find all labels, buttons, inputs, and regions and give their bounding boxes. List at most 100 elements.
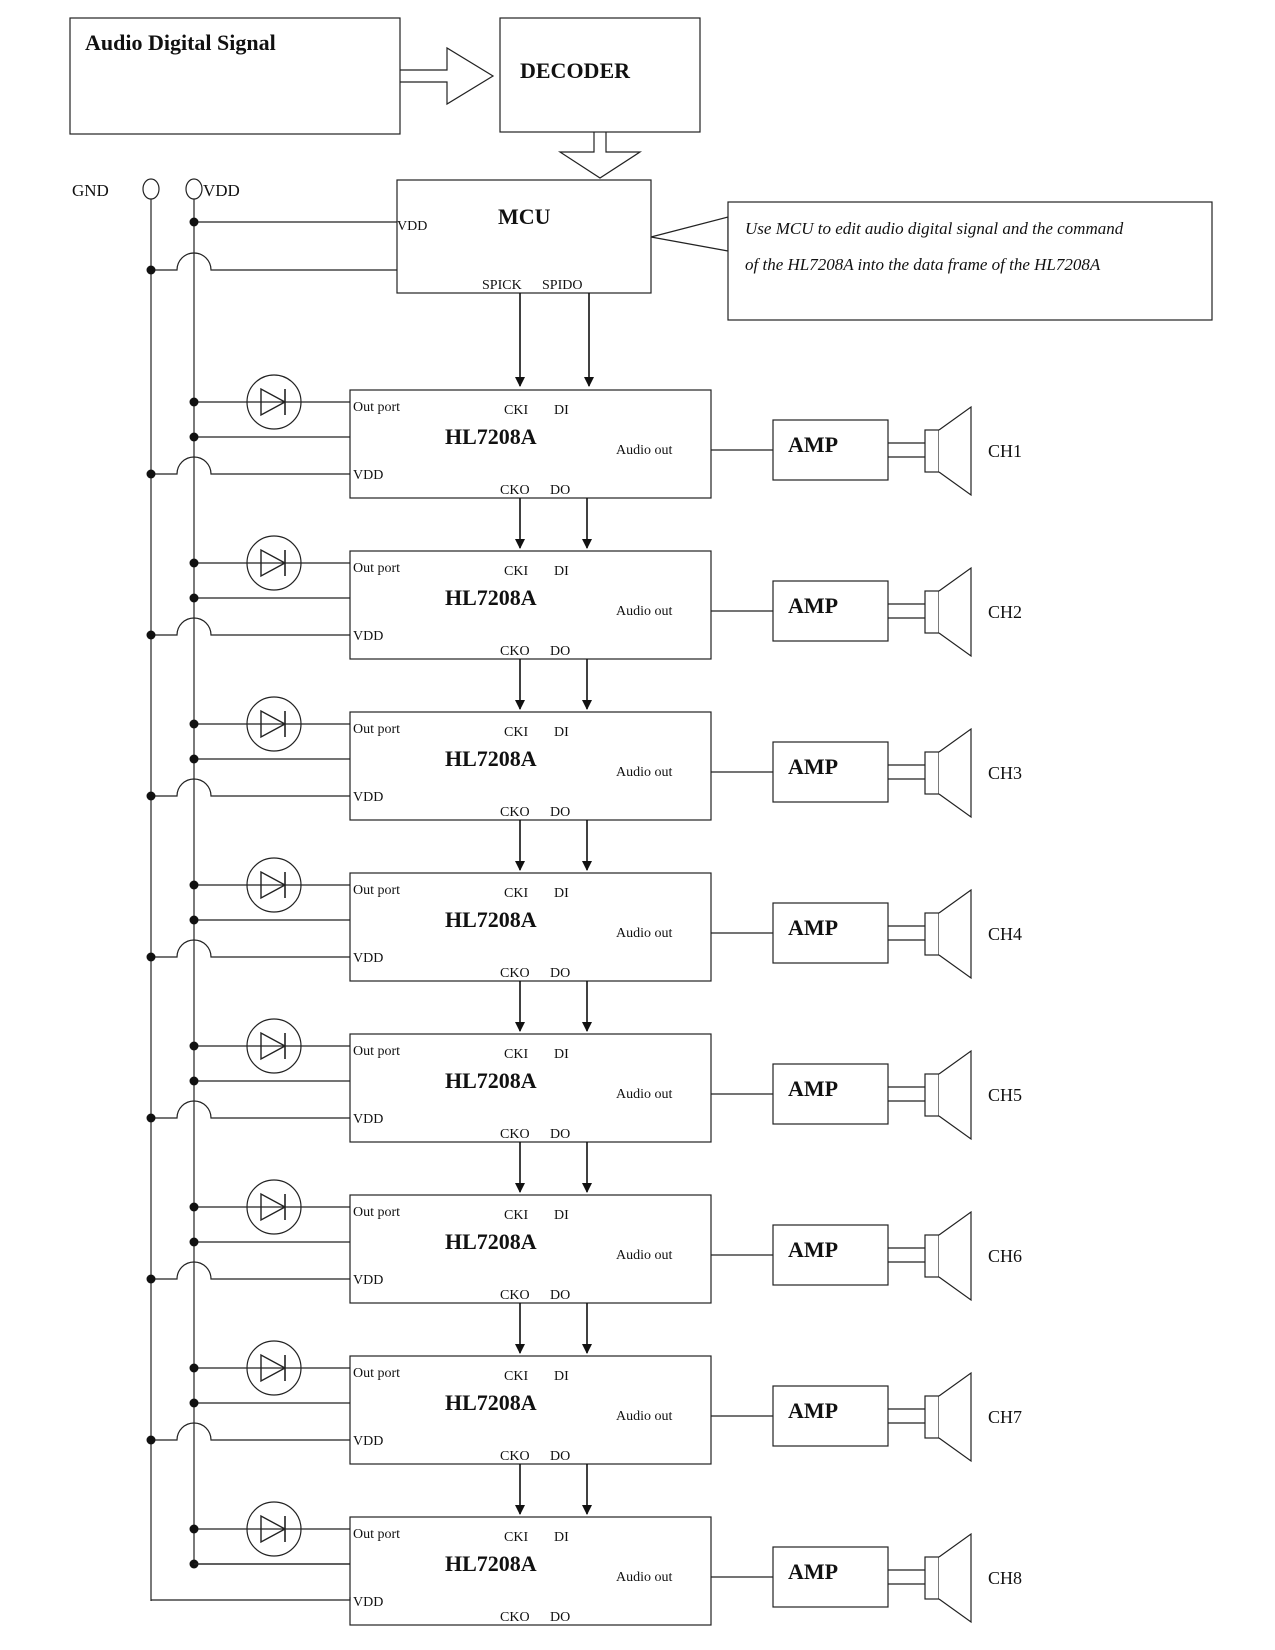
di-pin: DI [554, 564, 569, 579]
mcu-note-line-1: Use MCU to edit audio digital signal and… [745, 219, 1124, 238]
di-pin: DI [554, 1047, 569, 1062]
led-diode-icon [246, 1340, 302, 1396]
out-port-pin: Out port [353, 400, 400, 415]
vdd-terminal-icon [185, 178, 203, 200]
gnd-tap-wire [151, 778, 350, 797]
cki-pin: CKI [504, 1047, 528, 1062]
junction-dot [189, 1363, 199, 1373]
cko-pin: CKO [500, 1288, 530, 1303]
hl7208a-label: HL7208A [445, 1551, 537, 1576]
out-port-pin: Out port [353, 1527, 400, 1542]
speaker-icon [924, 1210, 972, 1302]
audio-out-pin: Audio out [616, 604, 673, 619]
channel-label: CH1 [988, 441, 1022, 461]
junction-dot [189, 1076, 199, 1086]
decoder-label: DECODER [520, 58, 631, 83]
mcu-gnd-wire [151, 252, 397, 271]
audio-out-pin: Audio out [616, 1087, 673, 1102]
signal-to-decoder-arrow [400, 46, 495, 106]
speaker-icon [924, 888, 972, 980]
hl7208a-label: HL7208A [445, 1229, 537, 1254]
do-pin: DO [550, 1288, 570, 1303]
gnd-tap-wire [151, 939, 350, 958]
gnd-tap-wire [151, 617, 350, 636]
cki-pin: CKI [504, 1369, 528, 1384]
gnd-tap-wire [151, 1100, 350, 1119]
speaker-icon [924, 405, 972, 497]
audio-out-pin: Audio out [616, 1248, 673, 1263]
junction-dot [146, 265, 156, 275]
cki-pin: CKI [504, 886, 528, 901]
hl7208a-chip-box [349, 1355, 712, 1465]
cko-pin: CKO [500, 805, 530, 820]
di-pin: DI [554, 725, 569, 740]
amp-box [772, 1546, 889, 1608]
amp-label: AMP [788, 593, 838, 618]
do-pin: DO [550, 805, 570, 820]
mcu-spido-pin: SPIDO [542, 278, 582, 293]
amp-label: AMP [788, 432, 838, 457]
junction-dot [189, 754, 199, 764]
gnd-tap-wire [151, 1422, 350, 1441]
junction-dot [189, 880, 199, 890]
channel-label: CH4 [988, 924, 1022, 944]
hl7208a-label: HL7208A [445, 907, 537, 932]
channel-label: CH2 [988, 602, 1022, 622]
hl7208a-chip-box [349, 872, 712, 982]
amp-box [772, 902, 889, 964]
channel-label: CH7 [988, 1407, 1022, 1427]
gnd-tap-wire [151, 1597, 351, 1601]
amp-box [772, 419, 889, 481]
do-pin: DO [550, 966, 570, 981]
chip-vdd-pin: VDD [353, 790, 383, 805]
mcu-vdd-pin: VDD [397, 219, 427, 234]
amp-label: AMP [788, 1076, 838, 1101]
speaker-icon [924, 1049, 972, 1141]
cko-pin: CKO [500, 644, 530, 659]
hl7208a-label: HL7208A [445, 1390, 537, 1415]
cko-pin: CKO [500, 1610, 530, 1625]
hl7208a-label: HL7208A [445, 746, 537, 771]
junction-dot [189, 1398, 199, 1408]
junction-dot [189, 432, 199, 442]
chip-vdd-pin: VDD [353, 1273, 383, 1288]
amp-box [772, 1063, 889, 1125]
junction-dot [146, 1274, 156, 1284]
amp-box [772, 1385, 889, 1447]
audio-digital-signal-box: Audio Digital Signal [69, 17, 401, 135]
junction-dot [146, 1113, 156, 1123]
junction-dot [189, 915, 199, 925]
amp-label: AMP [788, 754, 838, 779]
junction-dot [146, 1435, 156, 1445]
speaker-icon [924, 727, 972, 819]
speaker-icon [924, 1371, 972, 1463]
junction-dot [189, 1202, 199, 1212]
cki-pin: CKI [504, 564, 528, 579]
gnd-tap-wire [151, 456, 350, 475]
mcu-note-line-2: of the HL7208A into the data frame of th… [745, 255, 1101, 274]
do-pin: DO [550, 1610, 570, 1625]
di-pin: DI [554, 1369, 569, 1384]
do-pin: DO [550, 483, 570, 498]
channel-label: CH6 [988, 1246, 1022, 1266]
junction-dot [146, 952, 156, 962]
amp-box [772, 1224, 889, 1286]
di-pin: DI [554, 403, 569, 418]
out-port-pin: Out port [353, 1366, 400, 1381]
vdd-rail-label: VDD [203, 181, 240, 200]
audio-out-pin: Audio out [616, 765, 673, 780]
do-pin: DO [550, 1127, 570, 1142]
channel-label: CH5 [988, 1085, 1022, 1105]
junction-dot [146, 791, 156, 801]
chip-vdd-pin: VDD [353, 1595, 383, 1610]
out-port-pin: Out port [353, 561, 400, 576]
out-port-pin: Out port [353, 1205, 400, 1220]
audio-digital-signal-label: Audio Digital Signal [85, 30, 276, 55]
led-diode-icon [246, 535, 302, 591]
hl7208a-label: HL7208A [445, 1068, 537, 1093]
